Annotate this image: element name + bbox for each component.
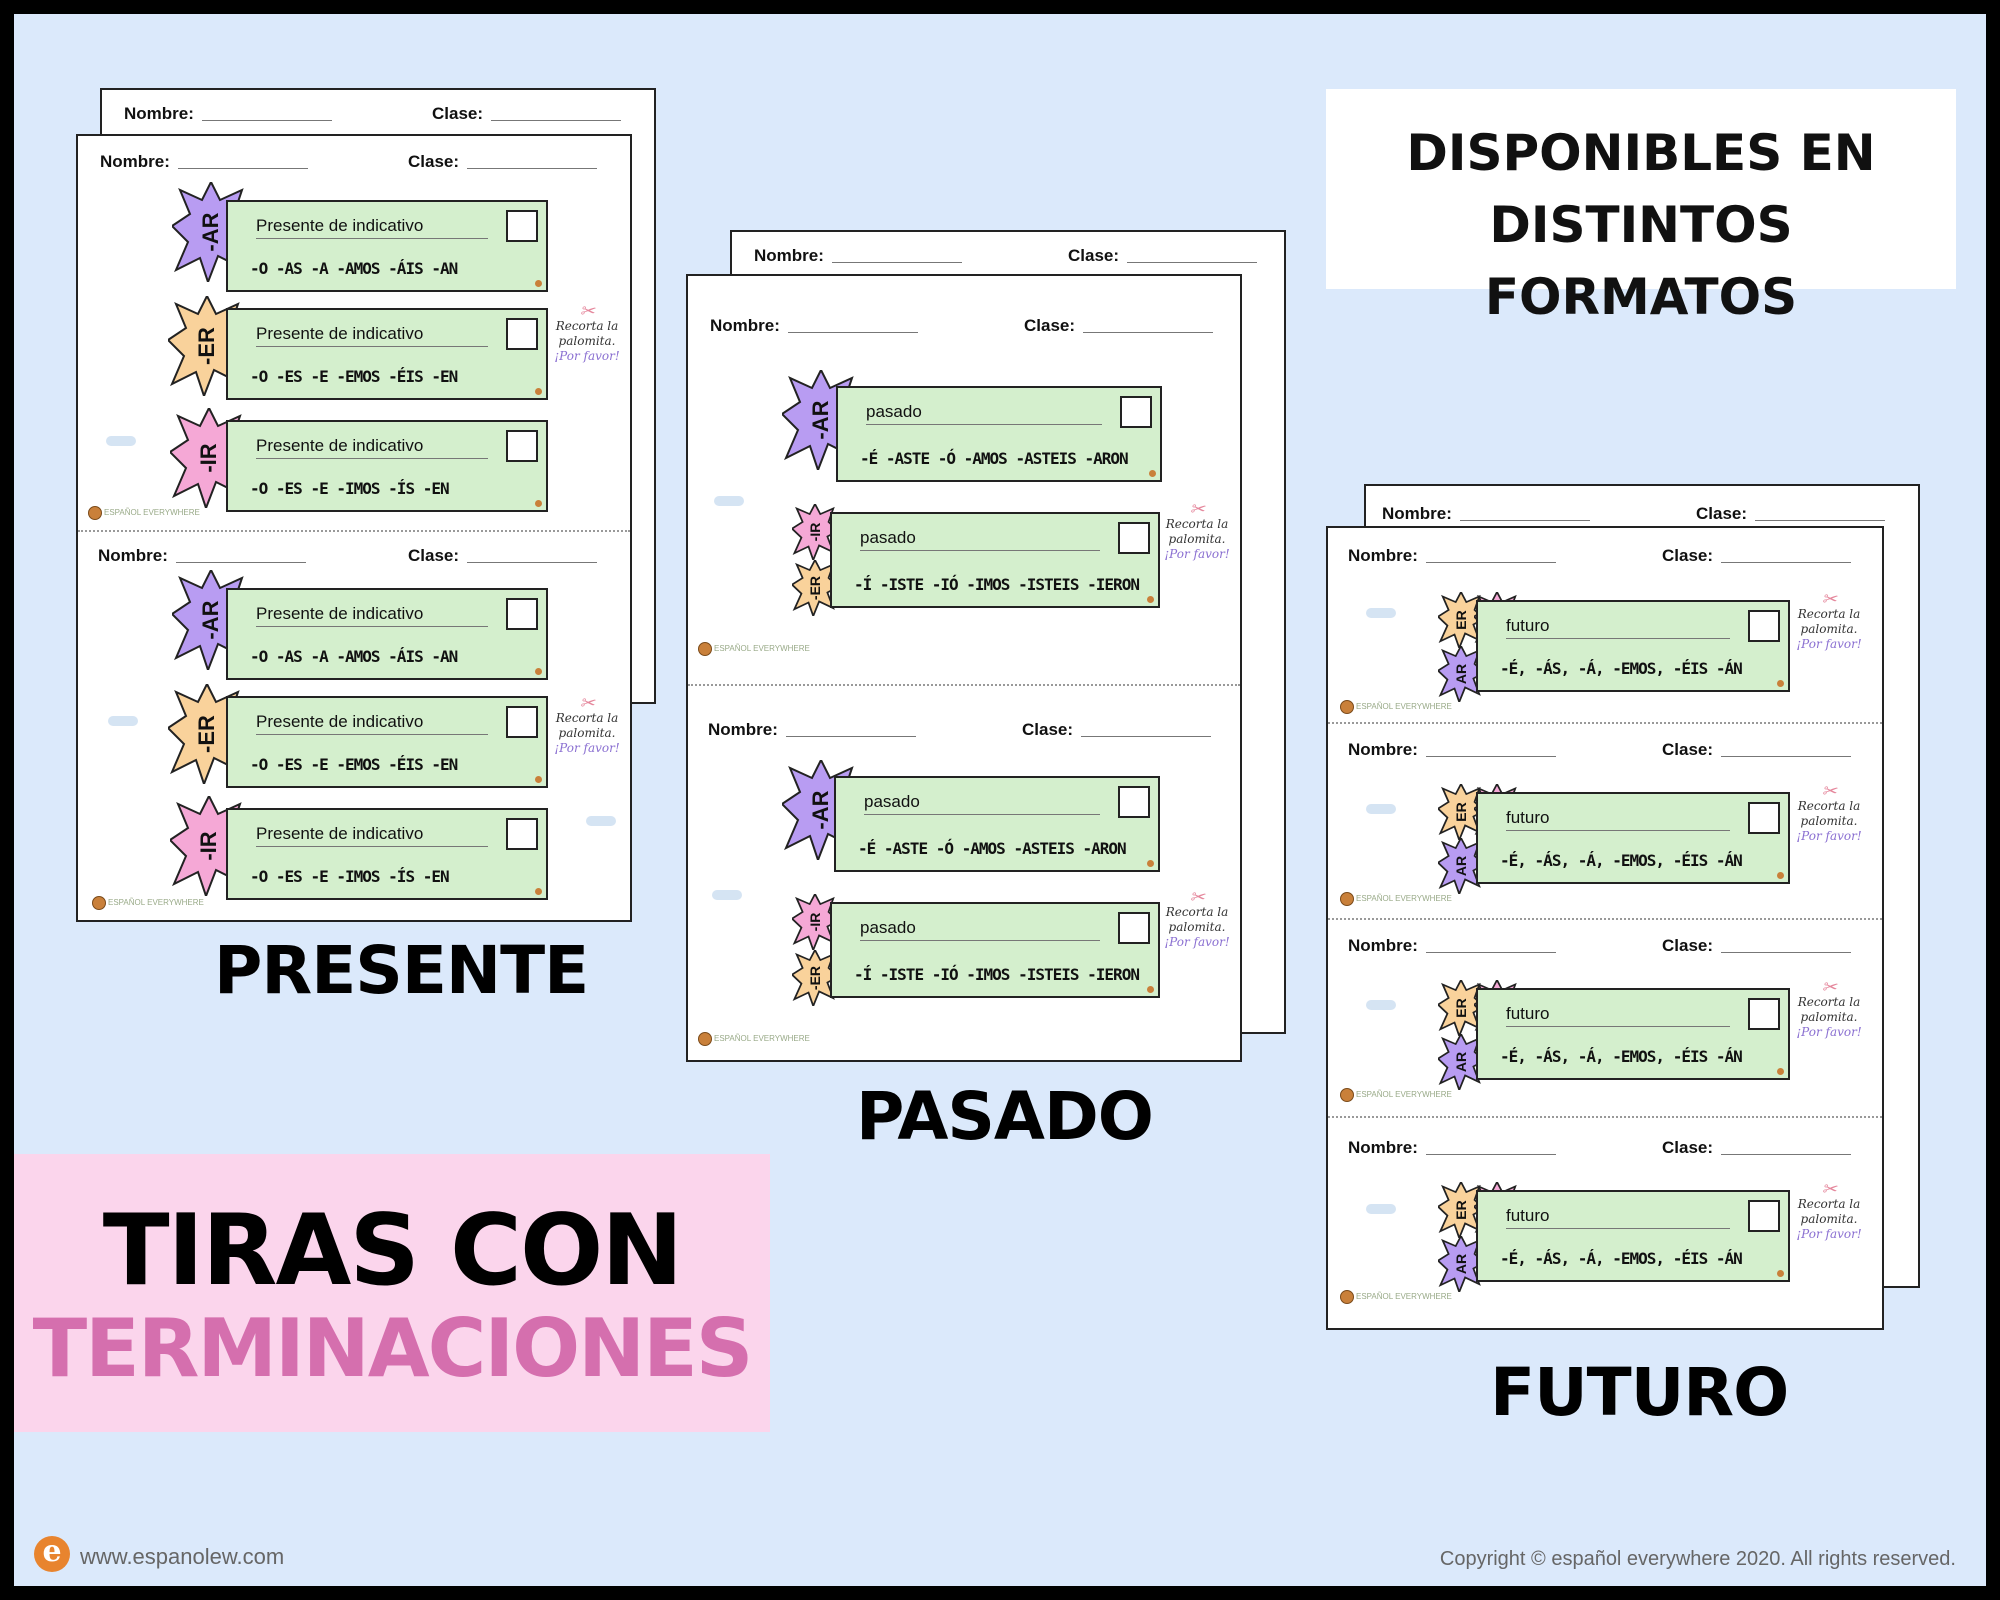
- pasado-strip-erir-2: pasado -Í -ISTE -IÓ -IMOS -ISTEIS -IERON: [830, 902, 1160, 998]
- clase-label: Clase:: [1024, 316, 1076, 335]
- endings: -O -AS -A -AMOS -ÁIS -AN: [250, 259, 458, 278]
- espanol-everywhere-logo: e: [34, 1536, 70, 1572]
- futuro-strip-1: futuro -É, -ÁS, -Á, -EMOS, -ÉIS -ÁN: [1476, 600, 1790, 692]
- nombre-label: Nombre:: [1348, 546, 1418, 565]
- presente-strip-ir-2: Presente de indicativo -O -ES -E -IMOS -…: [226, 808, 548, 900]
- strip-title: Presente de indicativo: [256, 324, 488, 347]
- checkbox[interactable]: [506, 818, 538, 850]
- scissors-icon: ✂: [579, 301, 595, 322]
- presente-sheet: Nombre: Clase: -AR Presente de indicativ…: [76, 134, 632, 922]
- futuro-strip-4: futuro -É, -ÁS, -Á, -EMOS, -ÉIS -ÁN: [1476, 1190, 1790, 1282]
- endings: -O -ES -E -EMOS -ÉIS -EN: [250, 367, 458, 386]
- logo-bee-icon: [698, 1032, 712, 1046]
- checkbox[interactable]: [1120, 396, 1152, 428]
- checkbox[interactable]: [506, 706, 538, 738]
- checkbox[interactable]: [1118, 786, 1150, 818]
- clase-label: Clase:: [408, 152, 460, 171]
- checkbox[interactable]: [1748, 998, 1780, 1030]
- checkbox[interactable]: [1748, 802, 1780, 834]
- checkbox[interactable]: [506, 430, 538, 462]
- checkbox[interactable]: [506, 318, 538, 350]
- scissors-icon: ✂: [1821, 1179, 1837, 1200]
- nombre-label: Nombre:: [100, 152, 170, 171]
- scissors-icon: ✂: [1821, 781, 1837, 802]
- endings: -O -ES -E -IMOS -ÍS -EN: [250, 479, 450, 498]
- promo-line-2: TERMINACIONES: [32, 1302, 754, 1395]
- scissors-icon: ✂: [1821, 977, 1837, 998]
- clase-label: Clase:: [408, 546, 460, 565]
- presente-strip-er: Presente de indicativo -O -ES -E -EMOS -…: [226, 308, 548, 400]
- pasado-strip-erir: pasado -Í -ISTE -IÓ -IMOS -ISTEIS -IERON: [830, 512, 1160, 608]
- nombre-label: Nombre:: [710, 316, 780, 335]
- scissors-icon: ✂: [1821, 589, 1837, 610]
- checkbox[interactable]: [1118, 522, 1150, 554]
- strip-title: Presente de indicativo: [256, 436, 488, 459]
- futuro-label: FUTURO: [1490, 1354, 1789, 1431]
- presente-strip-ar: Presente de indicativo -O -AS -A -AMOS -…: [226, 200, 548, 292]
- formats-line-2: DISTINTOS FORMATOS: [1484, 196, 1798, 326]
- futuro-strip-2: futuro -É, -ÁS, -Á, -EMOS, -ÉIS -ÁN: [1476, 792, 1790, 884]
- nombre-label: Nombre:: [124, 104, 194, 123]
- logo-bee-icon: [88, 506, 102, 520]
- copyright-text: Copyright © español everywhere 2020. All…: [1439, 1548, 1956, 1570]
- formats-banner: DISPONIBLES EN DISTINTOS FORMATOS: [1326, 89, 1956, 326]
- pasado-label: PASADO: [856, 1078, 1154, 1155]
- checkbox[interactable]: [506, 598, 538, 630]
- futuro-sheet: Nombre: Clase: ER IR AR futuro -É, -ÁS, …: [1326, 526, 1884, 1330]
- promo-line-1: TIRAS CON: [102, 1194, 684, 1308]
- presente-strip-er-2: Presente de indicativo -O -ES -E -EMOS -…: [226, 696, 548, 788]
- scissors-icon: ✂: [1189, 499, 1205, 520]
- logo-bee-icon: [92, 896, 106, 910]
- logo-bee-icon: [1340, 1088, 1354, 1102]
- checkbox[interactable]: [1748, 1200, 1780, 1232]
- page-canvas: Nombre: Clase: Nombre: Clase: -AR Presen…: [14, 14, 1986, 1586]
- scissors-icon: ✂: [1189, 887, 1205, 908]
- formats-line-1: DISPONIBLES EN: [1406, 124, 1876, 182]
- presente-strip-ir: Presente de indicativo -O -ES -E -IMOS -…: [226, 420, 548, 512]
- checkbox[interactable]: [506, 210, 538, 242]
- website-link[interactable]: www.espanolew.com: [80, 1544, 285, 1569]
- scissors-icon: ✂: [579, 693, 595, 714]
- logo-bee-icon: [1340, 892, 1354, 906]
- presente-strip-ar-2: Presente de indicativo -O -AS -A -AMOS -…: [226, 588, 548, 680]
- nombre-label: Nombre:: [98, 546, 168, 565]
- logo-bee-icon: [698, 642, 712, 656]
- futuro-strip-3: futuro -É, -ÁS, -Á, -EMOS, -ÉIS -ÁN: [1476, 988, 1790, 1080]
- checkbox[interactable]: [1118, 912, 1150, 944]
- pasado-strip-ar: pasado -É -ASTE -Ó -AMOS -ASTEIS -ARON: [836, 386, 1162, 482]
- pasado-strip-ar-2: pasado -É -ASTE -Ó -AMOS -ASTEIS -ARON: [834, 776, 1160, 872]
- clase-label: Clase:: [1662, 546, 1714, 565]
- promo-banner: TIRAS CON TERMINACIONES: [14, 1154, 770, 1432]
- checkbox[interactable]: [1748, 610, 1780, 642]
- pasado-sheet: Nombre: Clase: -AR pasado -É -ASTE -Ó -A…: [686, 274, 1242, 1062]
- strip-title: Presente de indicativo: [256, 216, 488, 239]
- presente-label: PRESENTE: [214, 932, 589, 1009]
- clase-label: Clase:: [432, 104, 484, 123]
- logo-bee-icon: [1340, 700, 1354, 714]
- logo-bee-icon: [1340, 1290, 1354, 1304]
